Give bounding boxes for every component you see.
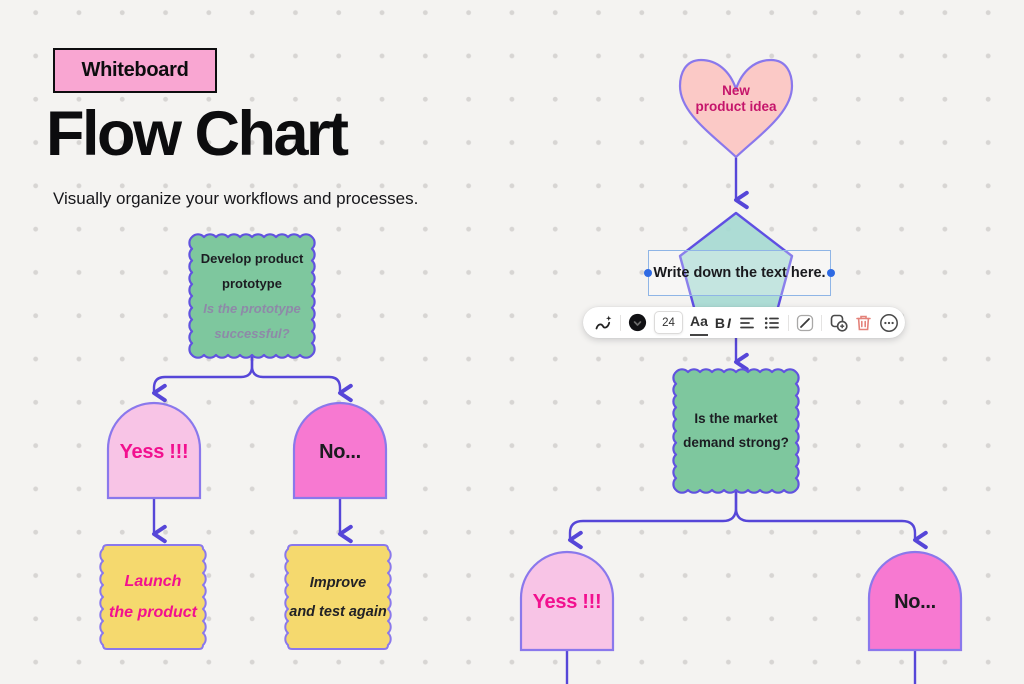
idea-heart-label[interactable]: New product idea xyxy=(680,83,792,115)
idea-line2: product idea xyxy=(695,99,777,114)
bold-button[interactable]: B xyxy=(714,314,726,331)
connector-market-to-no xyxy=(734,488,928,550)
bullet-list-icon[interactable] xyxy=(763,311,781,335)
selected-text[interactable]: Write down the text here. xyxy=(653,265,826,281)
prototype-stamp-shape[interactable] xyxy=(188,233,316,359)
launch-line1: Launch xyxy=(124,572,182,590)
yes-arch-left-label[interactable]: Yess !!! xyxy=(119,441,189,463)
badge-label: Whiteboard xyxy=(81,59,189,81)
yes-arch-right-label[interactable]: Yess !!! xyxy=(532,591,602,613)
no-arch-right-label[interactable]: No... xyxy=(894,591,936,613)
selection-handle-left[interactable] xyxy=(644,269,652,277)
launch-note-label[interactable]: Launch the product xyxy=(103,545,203,649)
font-family-button[interactable]: Aa xyxy=(690,309,708,336)
prototype-question-line1: Is the prototype xyxy=(203,301,301,316)
launch-line2: the product xyxy=(109,603,197,621)
connector-market-to-yes xyxy=(568,488,738,550)
improve-note-shape[interactable] xyxy=(284,544,392,650)
market-line2: demand strong? xyxy=(683,435,789,450)
text-selection-box[interactable]: Write down the text here. xyxy=(644,250,835,296)
yes-arch-right-shape[interactable] xyxy=(519,550,615,652)
align-icon[interactable] xyxy=(738,311,756,335)
no-arch-right-shape[interactable] xyxy=(867,550,963,652)
toolbar-divider xyxy=(787,314,789,331)
selection-handle-right[interactable] xyxy=(827,269,835,277)
text-color-swatch-icon[interactable] xyxy=(628,311,647,335)
connector-prototype-to-yes xyxy=(152,353,254,403)
animate-icon[interactable] xyxy=(594,311,613,335)
connector-prototype-to-no xyxy=(250,353,353,403)
market-stamp-shape[interactable] xyxy=(672,368,800,494)
prototype-title-line2: prototype xyxy=(222,276,282,291)
idea-heart-shape[interactable] xyxy=(678,58,794,159)
no-arch-left-label[interactable]: No... xyxy=(319,441,361,463)
idea-line1: New xyxy=(722,83,750,98)
market-stamp-label[interactable]: Is the market demand strong? xyxy=(676,372,796,490)
launch-note-shape[interactable] xyxy=(99,544,207,650)
font-size-control[interactable]: 24 xyxy=(654,311,683,334)
more-icon[interactable] xyxy=(879,311,899,335)
prototype-question-line2: successful? xyxy=(214,326,290,341)
page-title: Flow Chart xyxy=(46,99,349,169)
no-arch-left-shape[interactable] xyxy=(292,401,388,500)
line-tool-icon[interactable] xyxy=(796,311,814,335)
improve-note-label[interactable]: Improve and test again xyxy=(288,545,388,649)
whiteboard-badge: Whiteboard xyxy=(53,48,217,93)
font-size-value: 24 xyxy=(662,316,675,329)
toolbar-divider xyxy=(620,314,621,331)
prototype-title-line1: Develop product xyxy=(200,251,304,266)
prototype-stamp-label[interactable]: Develop product prototype Is the prototy… xyxy=(192,237,312,355)
page-subtitle: Visually organize your workflows and pro… xyxy=(53,189,419,208)
duplicate-icon[interactable] xyxy=(829,311,848,335)
market-line1: Is the market xyxy=(694,411,778,426)
yes-arch-left-shape[interactable] xyxy=(106,401,202,500)
trash-icon[interactable] xyxy=(855,311,872,335)
improve-line2: and test again xyxy=(289,603,387,620)
toolbar-divider xyxy=(820,314,822,331)
italic-button[interactable]: I xyxy=(727,314,731,331)
improve-line1: Improve xyxy=(309,574,367,591)
